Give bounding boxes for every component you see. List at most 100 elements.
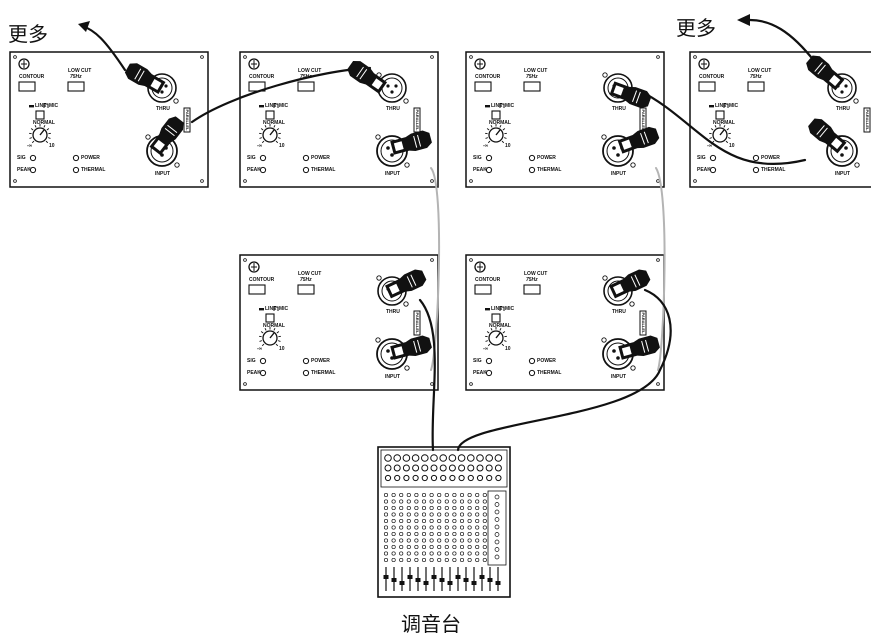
power-led [302,154,310,162]
power-socket-icon [18,58,30,70]
sig-led [259,357,267,365]
mixer-jack [403,474,410,482]
thermal-label: THERMAL [761,167,786,173]
mixer-knob [391,518,396,524]
mixer-fader-cap [383,575,389,579]
mixer-knob [429,525,434,530]
mic-label: MIC [729,103,739,109]
knob-pointer [495,332,501,339]
mixer-knob [406,551,411,556]
screw-icon [853,98,859,104]
mixer-knob [459,531,465,537]
mixer [377,446,511,598]
power-led [72,154,80,162]
thru-label: THRU [386,309,400,315]
line-label: LINE [491,103,503,109]
mixer-knob [421,518,427,524]
sig-label: SIG [697,155,706,161]
mixer-jack [439,464,447,472]
mixer-knob [452,551,457,556]
knob-min-label: -∞ [483,346,489,352]
sig-label: SIG [473,155,482,161]
screw-icon [854,162,860,168]
screw-icon [693,179,697,183]
mixer-knob [429,499,434,504]
mixer-knob [452,525,457,530]
mixer-knob [399,512,404,517]
screw-icon [404,365,410,371]
screw-icon [243,55,247,59]
mic-icon [273,306,279,311]
screw-icon [375,134,381,140]
mixer-knob [414,531,419,537]
mixer-io-section [380,449,508,488]
contour-label: CONTOUR [249,74,275,80]
mic-label: MIC [49,103,59,109]
xlr-cable-mixer-1 [418,298,436,452]
mixer-knob [399,518,404,524]
power-socket-icon [248,261,260,273]
mixer-knob [437,544,442,550]
mixer-knob [494,509,500,515]
thermal-label: THERMAL [311,370,336,376]
mixer-knob [406,499,411,504]
screw-icon [403,301,409,307]
mixer-jack [467,474,474,482]
mixer-knob [437,551,442,556]
mixer-knob [399,505,404,511]
normal-label: NORMAL [713,120,735,126]
mixer-fader-cap [431,575,437,579]
power-led [752,154,760,162]
mixer-fader-cap [407,575,413,579]
mixer-knob [399,492,404,498]
mixer-knob [383,525,389,530]
line-icon [485,308,490,311]
sig-led [29,154,37,162]
normal-label: NORMAL [489,120,511,126]
line-icon [29,105,34,108]
mixer-knob [429,492,434,498]
low-cut-switch [747,81,765,92]
peak-label: PEAK [247,167,261,173]
screw-icon [243,258,247,262]
screw-icon [243,382,247,386]
parallel-strip [639,310,647,336]
screw-icon [601,134,607,140]
mixer-knob [421,512,427,517]
mixer-knob [414,499,419,504]
mixer-knob [399,538,404,543]
mixer-knob [452,505,457,511]
thermal-label: THERMAL [537,370,562,376]
peak-label: PEAK [473,167,487,173]
parallel-label: PARALLEL [415,312,420,334]
mixer-knob [399,551,404,556]
mixer-jack [412,464,420,472]
screw-icon [376,275,382,281]
line-mic-switch [265,110,275,120]
knob-max-label: 10 [505,346,511,352]
mixer-knob [467,499,472,504]
mixer-knob [482,518,487,524]
low-cut-freq-label: 75Hz [300,277,312,283]
peak-led [259,369,267,377]
line-label: LINE [265,103,277,109]
mixer-fader-cap [495,581,501,585]
mixer-knob [475,538,480,543]
mixer-jack [421,454,429,462]
power-socket-icon [474,261,486,273]
low-cut-switch [523,81,541,92]
low-cut-freq-label: 75Hz [300,74,312,80]
mixer-jack [449,474,456,482]
screw-icon [13,55,17,59]
mixer-knob [467,525,472,530]
thru-label: THRU [612,106,626,112]
peak-label: PEAK [473,370,487,376]
mic-icon [43,103,49,108]
low-cut-label: LOW CUT [298,68,322,74]
screw-icon [469,382,473,386]
mixer-fader-cap [439,578,445,582]
input-label: INPUT [611,374,626,380]
mixer-caption: 调音台 [401,612,461,636]
sig-label: SIG [247,358,256,364]
